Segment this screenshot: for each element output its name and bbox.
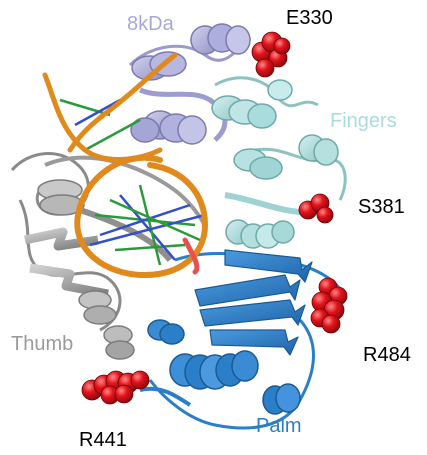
label-thumb: Thumb bbox=[11, 333, 74, 355]
palm-domain bbox=[139, 249, 347, 430]
label-r441: R441 bbox=[79, 429, 127, 451]
label-palm: Palm bbox=[256, 415, 302, 437]
label-e330: E330 bbox=[286, 7, 333, 29]
label-r484: R484 bbox=[363, 344, 411, 366]
dna-helix bbox=[42, 52, 209, 279]
thumb-domain bbox=[10, 152, 207, 360]
label-8kda: 8kDa bbox=[127, 13, 174, 35]
residue-e330-spheres bbox=[251, 31, 291, 78]
8kda-domain bbox=[128, 23, 251, 145]
label-fingers: Fingers bbox=[330, 110, 397, 132]
label-s381: S381 bbox=[358, 196, 405, 218]
fingers-domain bbox=[211, 76, 347, 249]
residue-r484-spheres bbox=[310, 277, 348, 334]
residue-s381-spheres bbox=[298, 193, 334, 224]
residue-r441-spheres bbox=[81, 370, 150, 405]
